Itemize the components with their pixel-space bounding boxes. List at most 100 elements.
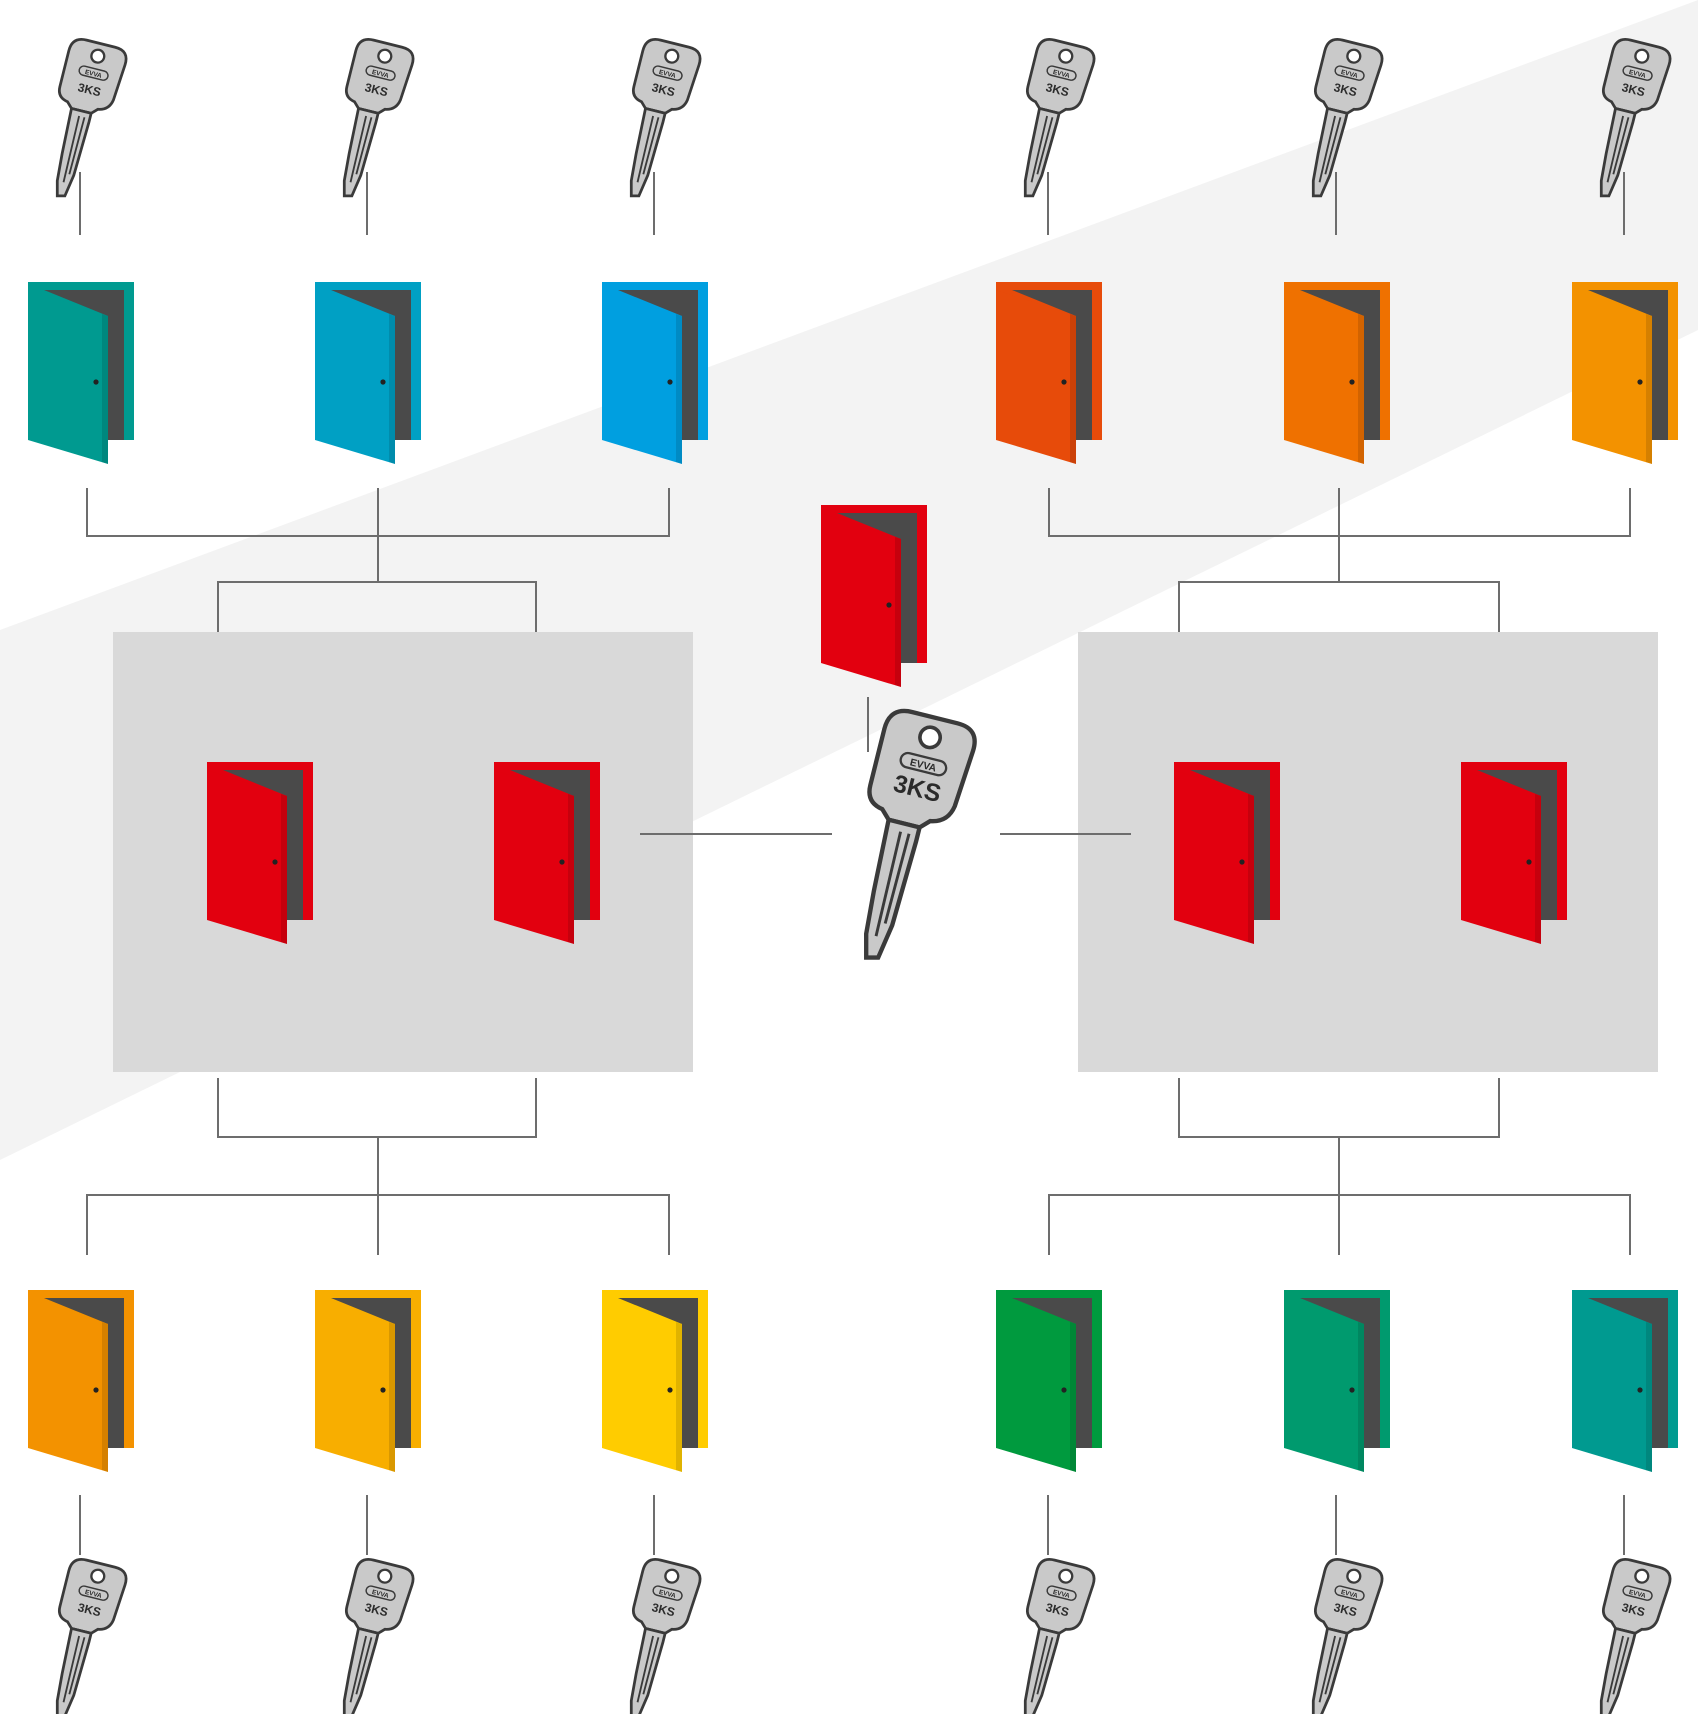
door-leaf — [1284, 290, 1364, 464]
key-head — [1313, 1558, 1384, 1635]
door-handle — [1239, 859, 1245, 865]
key-blade-groove — [636, 115, 660, 183]
door-handle — [667, 1387, 673, 1393]
door-leaf-edge — [1070, 314, 1076, 464]
door-leaf-edge — [1358, 314, 1364, 464]
door-top-6 — [1572, 282, 1678, 464]
key-label: 3KS — [1620, 80, 1646, 99]
key-label: 3KS — [1044, 80, 1070, 99]
door-leaf — [996, 1298, 1076, 1472]
key-label: 3KS — [650, 1600, 676, 1619]
key-hole — [664, 1568, 680, 1584]
key-label: 3KS — [76, 80, 102, 99]
door-group-left-2 — [494, 762, 600, 944]
key-blade-groove — [1030, 115, 1054, 183]
key-hole — [664, 48, 680, 64]
key-head — [631, 38, 702, 115]
key-blade-groove — [874, 831, 911, 937]
key-head — [631, 1558, 702, 1635]
door-leaf-edge — [1646, 314, 1652, 464]
door-group-right-1 — [1174, 762, 1280, 944]
door-handle — [380, 379, 386, 385]
door-top-5 — [1284, 282, 1390, 464]
key-hole — [918, 725, 943, 750]
key-brand-pill — [1334, 1585, 1365, 1601]
key-brand-pill — [1334, 65, 1365, 81]
key-hole — [1346, 1568, 1362, 1584]
key-brand-text: EVVA — [371, 1589, 390, 1600]
key-label: 3KS — [650, 80, 676, 99]
door-leaf-edge — [281, 794, 287, 944]
key-brand-text: EVVA — [1340, 69, 1359, 80]
key-brand-text: EVVA — [1052, 69, 1071, 80]
door-bottom-6 — [1572, 1290, 1678, 1472]
door-top-4 — [996, 282, 1102, 464]
group-box-right — [1078, 632, 1658, 1072]
key-blade-groove — [636, 1635, 660, 1703]
door-leaf-edge — [389, 1322, 395, 1472]
key-label: 3KS — [1332, 1600, 1358, 1619]
key-blade-groove — [349, 1635, 373, 1703]
door-bottom-1 — [28, 1290, 134, 1472]
key-head — [344, 1558, 415, 1635]
key-hole — [1634, 48, 1650, 64]
door-leaf — [1572, 290, 1652, 464]
door-leaf-edge — [1248, 794, 1254, 944]
door-leaf — [1572, 1298, 1652, 1472]
key-head — [57, 1558, 128, 1635]
door-top-2 — [315, 282, 421, 464]
door-handle — [559, 859, 565, 865]
key-blade-groove — [1318, 1635, 1342, 1703]
key-head — [344, 38, 415, 115]
key-brand-text: EVVA — [658, 69, 677, 80]
key-brand-pill — [1622, 1585, 1653, 1601]
key-brand-text: EVVA — [1340, 1589, 1359, 1600]
door-handle — [667, 379, 673, 385]
door-handle — [1349, 1387, 1355, 1393]
door-leaf-edge — [676, 1322, 682, 1472]
door-top-1 — [28, 282, 134, 464]
key-label: 3KS — [76, 1600, 102, 1619]
door-bottom-3 — [602, 1290, 708, 1472]
key-brand-text: EVVA — [1628, 1589, 1647, 1600]
door-leaf-edge — [1070, 1322, 1076, 1472]
key-brand-pill — [652, 1585, 683, 1601]
door-handle — [1637, 379, 1643, 385]
door-leaf-edge — [676, 314, 682, 464]
door-handle — [886, 602, 892, 608]
key-label: 3KS — [363, 1600, 389, 1619]
door-leaf — [315, 1298, 395, 1472]
key-head — [867, 708, 977, 830]
door-leaf — [1461, 770, 1541, 944]
key-brand-pill — [652, 65, 683, 81]
door-handle — [272, 859, 278, 865]
key-blade-groove — [349, 115, 373, 183]
key-hole — [90, 1568, 106, 1584]
key-hole — [377, 1568, 393, 1584]
key-brand-text: EVVA — [84, 69, 103, 80]
key-head — [1025, 38, 1096, 115]
door-bottom-2 — [315, 1290, 421, 1472]
key-brand-pill — [78, 65, 109, 81]
door-handle — [1349, 379, 1355, 385]
door-group-left-1 — [207, 762, 313, 944]
door-leaf — [1284, 1298, 1364, 1472]
door-handle — [380, 1387, 386, 1393]
key-hole — [1634, 1568, 1650, 1584]
door-central — [821, 505, 927, 687]
key-blade-groove — [1606, 115, 1630, 183]
door-leaf-edge — [568, 794, 574, 944]
door-leaf — [821, 513, 901, 687]
door-group-right-2 — [1461, 762, 1567, 944]
bracket-bottom-right-outer — [1048, 1194, 1631, 1255]
